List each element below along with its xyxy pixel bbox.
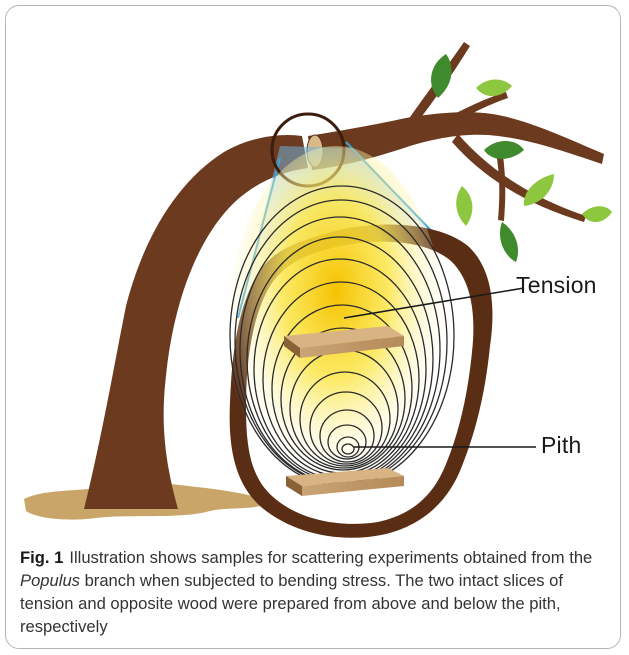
- pith-label: Pith: [541, 432, 581, 459]
- figure-frame: Tension Pith Fig. 1 Illustration shows sa…: [5, 5, 621, 649]
- caption-species: Populus: [20, 571, 80, 590]
- leaf-icon: [476, 80, 512, 97]
- leaf-icon: [500, 222, 518, 262]
- figure-caption: Fig. 1 Illustration shows samples for sca…: [20, 546, 616, 638]
- caption-text-1: Illustration shows samples for scatterin…: [69, 548, 592, 567]
- leaf-icon: [456, 186, 472, 226]
- tension-label: Tension: [516, 272, 597, 299]
- leaf-icon: [582, 206, 612, 222]
- caption-text-2: branch when subjected to bending stress.…: [20, 571, 563, 636]
- leaf-icon: [484, 141, 524, 159]
- figure-label: Fig. 1: [20, 548, 63, 567]
- leaf-icon: [431, 54, 452, 98]
